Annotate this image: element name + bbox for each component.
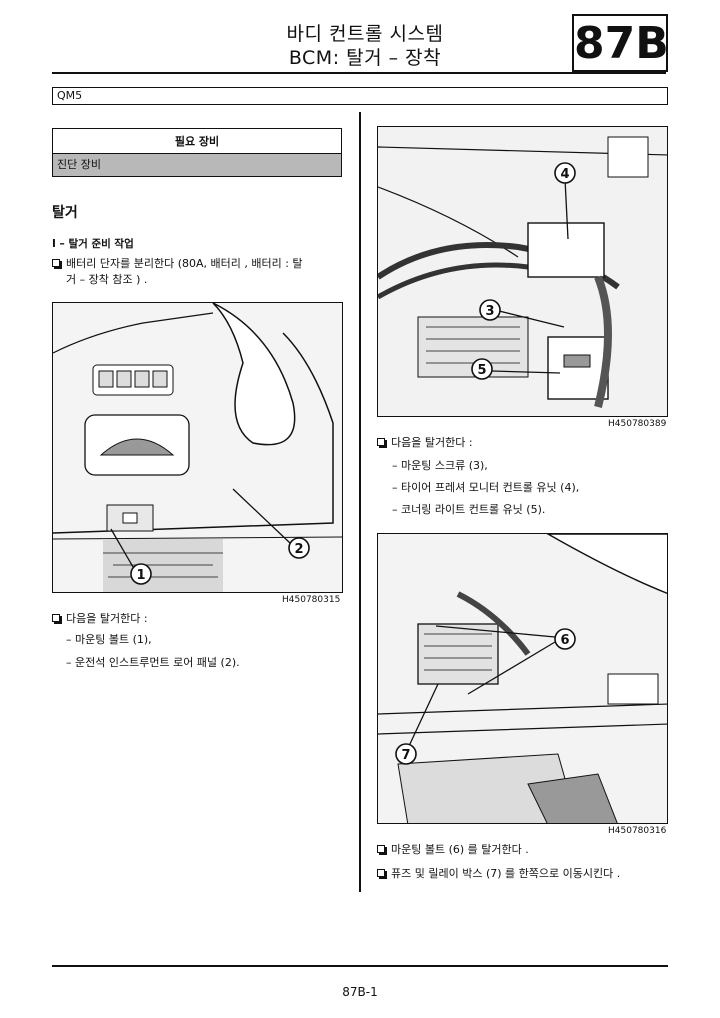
left-item-panel: – 운전석 인스트루먼트 로어 패널 (2). (66, 656, 240, 669)
remove-step-left: 다음을 탈거한다 : (52, 611, 148, 627)
remove-step-right: 다음을 탈거한다 : (377, 435, 473, 451)
remove-lead-left: 다음을 탈거한다 : (66, 612, 148, 625)
figure-lower-panel: 1 2 (52, 302, 343, 593)
equipment-table: 필요 장비 진단 장비 (52, 128, 342, 177)
disconnect-line-1: 배터리 단자를 분리한다 (80A, 배터리 , 배터리 : 탈 (66, 257, 303, 270)
footer-rule (52, 965, 668, 967)
callout-2: 2 (294, 542, 303, 557)
figure-control-units: 4 3 5 (377, 126, 668, 417)
callout-3: 3 (485, 304, 494, 319)
left-item-bolt: – 마운팅 볼트 (1), (66, 633, 152, 646)
checkbox-icon (377, 845, 385, 853)
right-item-tpms-unit: – 타이어 프레셔 모니터 컨트롤 유닛 (4), (392, 481, 580, 494)
figure-code-2: H450780389 (608, 419, 667, 429)
callout-4: 4 (560, 167, 569, 182)
equipment-item: 진단 장비 (53, 154, 341, 176)
remove-lead-right: 다음을 탈거한다 : (391, 436, 473, 449)
page-title: 바디 컨트롤 시스템 BCM: 탈거 – 장착 (180, 22, 550, 70)
bolt-step: 마운팅 볼트 (6) 를 탈거한다 . (377, 842, 529, 858)
title-line-2: BCM: 탈거 – 장착 (288, 47, 442, 69)
right-item-cornering-unit: – 코너링 라이트 컨트롤 유닛 (5). (392, 503, 546, 516)
callout-5: 5 (477, 363, 486, 378)
disconnect-battery-step: 배터리 단자를 분리한다 (80A, 배터리 , 배터리 : 탈 거 – 장착 … (52, 256, 348, 288)
column-divider (359, 112, 361, 892)
right-item-screw: – 마운팅 스크류 (3), (392, 459, 488, 472)
fuse-step: 퓨즈 및 릴레이 박스 (7) 를 한쪽으로 이동시킨다 . (377, 866, 620, 882)
bolt-step-text: 마운팅 볼트 (6) 를 탈거한다 . (391, 843, 529, 856)
figure-code-3: H450780316 (608, 826, 667, 836)
equipment-header: 필요 장비 (53, 129, 341, 154)
figure-code-1: H450780315 (282, 595, 341, 605)
section-code-badge: 87B (572, 14, 669, 72)
fuse-box-illustration: 6 7 (378, 534, 667, 823)
callout-1: 1 (136, 568, 145, 583)
vehicle-bar: QM5 (52, 87, 668, 105)
figure-fuse-box: 6 7 (377, 533, 668, 824)
page-number: 87B-1 (342, 985, 378, 999)
callout-6: 6 (560, 633, 569, 648)
title-line-1: 바디 컨트롤 시스템 (286, 23, 444, 45)
disconnect-line-2: 거 – 장착 참조 ) . (66, 273, 148, 286)
header-rule (52, 72, 666, 74)
fuse-step-text: 퓨즈 및 릴레이 박스 (7) 를 한쪽으로 이동시킨다 . (391, 867, 621, 880)
checkbox-icon (52, 259, 60, 267)
lower-panel-illustration: 1 2 (53, 303, 342, 592)
checkbox-icon (377, 438, 385, 446)
removal-title: 탈거 (52, 205, 78, 221)
checkbox-icon (377, 869, 385, 877)
callout-7: 7 (401, 748, 410, 763)
step-one-title: I – 탈거 준비 작업 (52, 238, 134, 250)
control-units-illustration: 4 3 5 (378, 127, 667, 416)
checkbox-icon (52, 614, 60, 622)
